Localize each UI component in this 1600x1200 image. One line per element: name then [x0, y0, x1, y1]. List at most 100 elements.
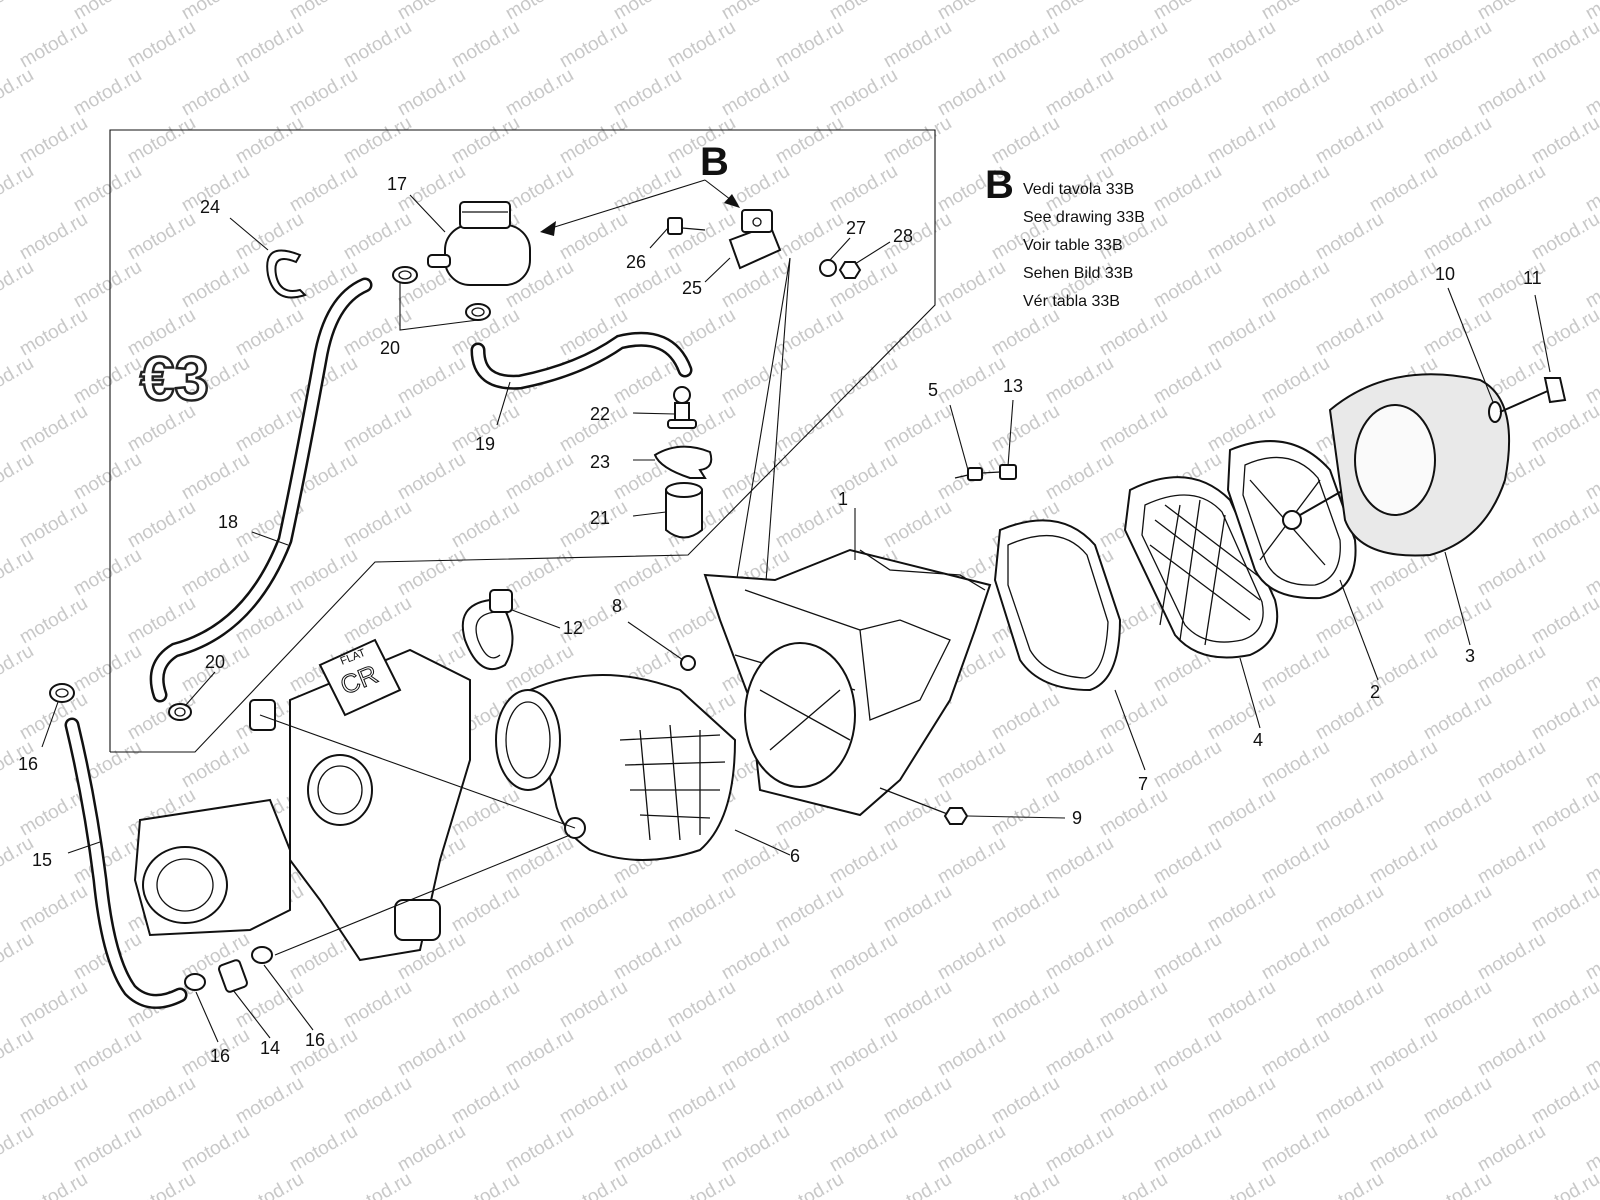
watermark-text: motod.ru [1042, 929, 1117, 985]
label-6: 6 [790, 846, 800, 866]
e3-boundary [109, 129, 936, 753]
label-2: 2 [1370, 682, 1380, 702]
watermark-text: motod.ru [556, 209, 631, 265]
watermark-text: motod.ru [1312, 209, 1387, 265]
watermark-text: motod.ru [556, 113, 631, 169]
watermark-text: motod.ru [502, 449, 577, 505]
watermark-text: motod.ru [1366, 65, 1441, 121]
watermark-text: motod.ru [1042, 65, 1117, 121]
watermark-text: motod.ru [1150, 1025, 1225, 1081]
part-14-connector [218, 959, 248, 993]
watermark-text: motod.ru [340, 1169, 415, 1200]
watermark-text: motod.ru [178, 257, 253, 313]
watermark-text: motod.ru [1312, 881, 1387, 937]
watermark-text: motod.ru [934, 1025, 1009, 1081]
watermark-text: motod.ru [232, 305, 307, 361]
watermark-text: motod.ru [16, 1073, 91, 1129]
part-10-washer [1488, 401, 1502, 423]
watermark-text: motod.ru [1474, 161, 1549, 217]
watermark-text: motod.ru [1150, 353, 1225, 409]
watermark-text: motod.ru [1258, 257, 1333, 313]
watermark-text: motod.ru [1582, 161, 1600, 217]
callout-b-arrowhead-right [724, 194, 740, 208]
watermark-text: motod.ru [664, 17, 739, 73]
boundary-link-1 [734, 257, 791, 591]
callout-b-arrowhead-left [540, 221, 556, 236]
watermark-text: motod.ru [1420, 113, 1495, 169]
watermark-text: motod.ru [502, 161, 577, 217]
watermark-text: motod.ru [0, 929, 37, 985]
watermark-text: motod.ru [1474, 833, 1549, 889]
watermark-text: motod.ru [178, 545, 253, 601]
watermark-text: motod.ru [1420, 1073, 1495, 1129]
watermark-text: motod.ru [448, 497, 523, 553]
watermark-text: motod.ru [1204, 881, 1279, 937]
label-16-b: 16 [210, 1046, 230, 1066]
watermark-text: motod.ru [1366, 929, 1441, 985]
watermark-text: motod.ru [0, 257, 37, 313]
watermark-text: motod.ru [0, 161, 37, 217]
watermark-text: motod.ru [880, 401, 955, 457]
watermark-text: motod.ru [0, 641, 37, 697]
watermark-text: motod.ru [988, 113, 1063, 169]
watermark-text: motod.ru [718, 1121, 793, 1177]
watermark-text: motod.ru [1582, 929, 1600, 985]
watermark-text: motod.ru [772, 17, 847, 73]
watermark-text: motod.ru [1582, 353, 1600, 409]
watermark-text: motod.ru [556, 881, 631, 937]
watermark-text: motod.ru [1096, 1169, 1171, 1200]
watermark-text: motod.ru [772, 113, 847, 169]
watermark-text: motod.ru [1582, 257, 1600, 313]
watermark-text: motod.ru [70, 641, 145, 697]
watermark-text: motod.ru [1096, 977, 1171, 1033]
watermark-text: motod.ru [0, 449, 37, 505]
watermark-text: motod.ru [1474, 1025, 1549, 1081]
watermark-text: motod.ru [1582, 833, 1600, 889]
label-20-b: 20 [205, 652, 225, 672]
watermark-text: motod.ru [664, 1073, 739, 1129]
watermark-text: motod.ru [934, 1121, 1009, 1177]
label-27: 27 [846, 218, 866, 238]
part-20-clamp-top-b [465, 303, 491, 321]
watermark-text: motod.ru [1528, 1169, 1600, 1200]
watermark-text: motod.ru [394, 449, 469, 505]
watermark-text: motod.ru [1582, 1025, 1600, 1081]
watermark-text: motod.ru [988, 689, 1063, 745]
watermark-text: motod.ru [880, 497, 955, 553]
watermark-text: motod.ru [286, 545, 361, 601]
watermark-text: motod.ru [1312, 593, 1387, 649]
watermark-text: motod.ru [1150, 929, 1225, 985]
label-9: 9 [1072, 808, 1082, 828]
watermark-text: motod.ru [1528, 881, 1600, 937]
watermark-text: motod.ru [0, 1025, 37, 1081]
label-10: 10 [1435, 264, 1455, 284]
watermark-text: motod.ru [880, 17, 955, 73]
watermark-text: motod.ru [340, 113, 415, 169]
watermark-text: motod.ru [16, 401, 91, 457]
watermark-text: motod.ru [772, 881, 847, 937]
part-6-intake-boot [495, 674, 737, 861]
part-labels: 1 2 3 4 5 6 7 8 9 10 11 12 13 14 15 16 1… [18, 174, 1542, 1066]
watermark-text: motod.ru [1420, 977, 1495, 1033]
watermark-text: motod.ru [1258, 1121, 1333, 1177]
watermark-text: motod.ru [934, 65, 1009, 121]
watermark-text: motod.ru [340, 1073, 415, 1129]
watermark-text: motod.ru [880, 881, 955, 937]
watermark-text: motod.ru [988, 785, 1063, 841]
watermark-text: motod.ru [0, 545, 37, 601]
watermark-text: motod.ru [1096, 785, 1171, 841]
watermark-text: motod.ru [502, 1025, 577, 1081]
watermark-text: motod.ru [448, 17, 523, 73]
watermark-text: motod.ru [502, 65, 577, 121]
watermark-text: motod.ru [826, 1025, 901, 1081]
watermark-text: motod.ru [124, 497, 199, 553]
watermark-text: motod.ru [16, 305, 91, 361]
watermark-text: motod.ru [1096, 305, 1171, 361]
watermark-text: motod.ru [988, 881, 1063, 937]
watermark-text: motod.ru [664, 977, 739, 1033]
watermark-text: motod.ru [1366, 833, 1441, 889]
watermark-text: motod.ru [610, 1025, 685, 1081]
label-15: 15 [32, 850, 52, 870]
legend-line-2: See drawing 33B [1023, 209, 1145, 226]
watermark-text: motod.ru [0, 65, 37, 121]
